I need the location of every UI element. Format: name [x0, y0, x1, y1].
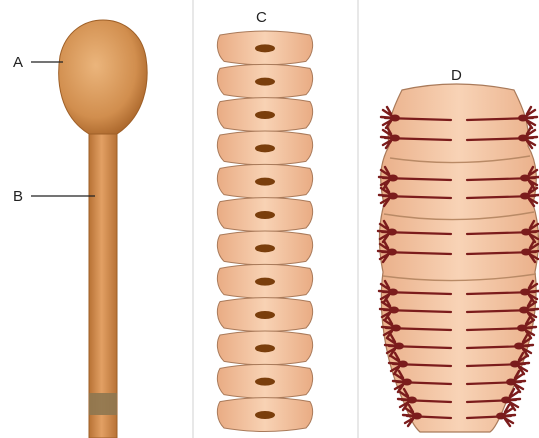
- label-a: A: [13, 54, 23, 71]
- segment-nucleus: [255, 244, 275, 252]
- branch-node: [518, 135, 528, 142]
- branch-node: [388, 289, 398, 296]
- branch-node: [519, 307, 529, 314]
- segment-nucleus: [255, 211, 275, 219]
- banded-body: [378, 84, 539, 432]
- branch-node: [521, 249, 531, 256]
- branch-node: [394, 343, 404, 350]
- branch-node: [412, 413, 422, 420]
- label-c: C: [256, 9, 267, 26]
- branch-node: [402, 379, 412, 386]
- branch-node: [520, 193, 530, 200]
- segment-nucleus: [255, 411, 275, 419]
- label-b: B: [13, 188, 23, 205]
- branch-node: [398, 361, 408, 368]
- segment-chain: [217, 31, 312, 432]
- branch-node: [501, 397, 511, 404]
- segment-nucleus: [255, 311, 275, 319]
- branch-node: [389, 307, 399, 314]
- branch-node: [510, 361, 520, 368]
- segment-nucleus: [255, 378, 275, 386]
- branch-node: [388, 175, 398, 182]
- branch-node: [518, 115, 528, 122]
- branch-node: [390, 115, 400, 122]
- segment-nucleus: [255, 178, 275, 186]
- branch-node: [520, 289, 530, 296]
- branch-node: [514, 343, 524, 350]
- branch-node: [387, 249, 397, 256]
- branch-node: [387, 229, 397, 236]
- stalked-structure: [59, 20, 147, 438]
- stalk-band: [89, 393, 117, 415]
- segment-nucleus: [255, 278, 275, 286]
- segment-nucleus: [255, 144, 275, 152]
- branch-node: [517, 325, 527, 332]
- branch-node: [391, 325, 401, 332]
- branch-node: [506, 379, 516, 386]
- stalk: [89, 128, 117, 438]
- branch-node: [388, 193, 398, 200]
- segment-nucleus: [255, 344, 275, 352]
- segment-nucleus: [255, 111, 275, 119]
- label-d: D: [451, 67, 462, 84]
- branch-node: [521, 229, 531, 236]
- branch-node: [496, 413, 506, 420]
- head: [59, 20, 147, 134]
- branch-node: [520, 175, 530, 182]
- branch-node: [390, 135, 400, 142]
- segment-nucleus: [255, 78, 275, 86]
- segment-nucleus: [255, 44, 275, 52]
- branch-node: [407, 397, 417, 404]
